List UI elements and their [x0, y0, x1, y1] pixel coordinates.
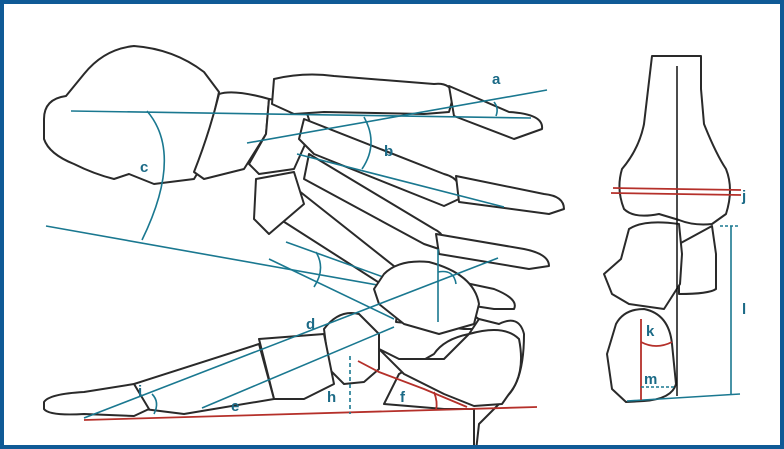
metatarsal-lateral	[133, 343, 275, 415]
label-c: c	[140, 159, 148, 176]
line-j-lower	[610, 192, 742, 196]
arc-talus	[437, 270, 457, 285]
arc-d	[313, 251, 322, 288]
lateral-foot	[43, 260, 525, 445]
label-i: i	[138, 383, 142, 400]
talus	[373, 260, 480, 335]
arc-a	[493, 101, 498, 117]
cuboid	[253, 171, 305, 235]
toe-3	[435, 233, 550, 270]
arc-c	[141, 110, 166, 241]
toe-2	[455, 175, 565, 215]
label-j: j	[741, 188, 746, 205]
line-calcaneal-pitch	[357, 360, 468, 408]
line-m2-axis	[296, 153, 505, 208]
line-m1-axis	[246, 89, 548, 144]
fibula	[678, 225, 717, 295]
hindfoot-view	[603, 55, 731, 403]
arc-k	[640, 341, 673, 347]
label-f: f	[400, 389, 406, 406]
tibia	[618, 55, 731, 226]
phalanges-lateral	[43, 383, 150, 417]
label-l: l	[742, 301, 746, 318]
arc-i	[151, 393, 158, 415]
label-h: h	[327, 389, 336, 406]
label-m: m	[644, 371, 657, 388]
line-m5-axis	[268, 258, 395, 320]
label-b: b	[384, 143, 393, 160]
line-talar-axis-lateral	[83, 257, 499, 419]
arc-f	[433, 391, 438, 411]
toe-1	[448, 85, 544, 140]
foot-diagram: a b c d e f h i	[43, 45, 746, 445]
line-m1-axis-lateral	[201, 326, 395, 409]
metatarsal-1	[271, 73, 455, 115]
label-e: e	[231, 398, 239, 415]
line-heel-base	[626, 393, 741, 402]
label-k: k	[646, 323, 655, 340]
label-a: a	[492, 71, 501, 88]
calcaneus-talus	[43, 45, 220, 185]
calcaneus-body	[378, 329, 522, 407]
arc-b	[361, 116, 372, 170]
lateral-measurements: e f h i	[83, 249, 538, 421]
dorsoplantar-foot	[43, 45, 565, 330]
hindfoot-measurements: j l k m	[610, 66, 746, 402]
line-ground	[83, 406, 538, 421]
talus-posterior	[603, 221, 683, 310]
line-calcaneal-axis	[45, 225, 412, 292]
line-j-upper	[612, 187, 742, 191]
label-d: d	[306, 316, 315, 333]
